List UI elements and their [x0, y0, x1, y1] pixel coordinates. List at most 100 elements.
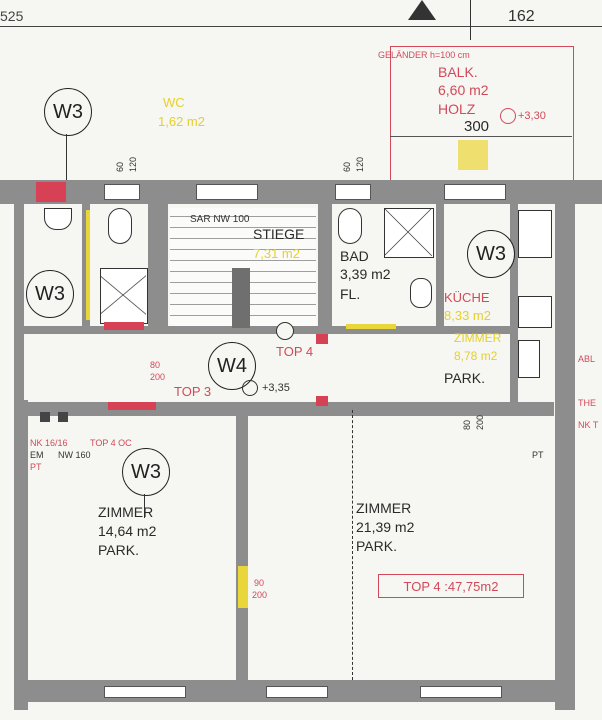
room1-name: ZIMMER: [98, 504, 154, 520]
note-pt1: PT: [30, 462, 42, 472]
stair-arrow-circle: [276, 322, 294, 340]
window-bottom-2: [266, 686, 328, 698]
window-mark-text: W3: [131, 460, 161, 483]
note-nkt: NK T: [578, 420, 599, 430]
red-wall-segment: [36, 182, 66, 202]
wc-red-mark: [104, 322, 144, 330]
opening-label-5: 80: [462, 419, 472, 430]
note-em: EM: [30, 450, 44, 460]
wc-door-strip: [86, 210, 90, 320]
window-top-1: [196, 184, 258, 200]
window-top-2: [104, 184, 140, 200]
window-bottom-1: [104, 686, 186, 698]
window-mark-w3-left: W3: [26, 270, 74, 318]
right-wall: [555, 180, 575, 710]
dimension-right: 162: [508, 8, 535, 25]
therme-unit: [518, 340, 540, 378]
balcony-area: 6,60 m2: [438, 82, 489, 98]
hall-top3: TOP 3: [174, 384, 212, 399]
balcony-floor: HOLZ: [438, 101, 476, 117]
hall-bottom-wall: [82, 326, 518, 334]
partition-bath-kitchen: [436, 204, 444, 332]
kitchen-room: ZIMMER: [454, 331, 502, 345]
top-wall: [0, 180, 602, 204]
hall-level: +3,35: [262, 382, 290, 394]
partition-stair-bath: [318, 204, 332, 332]
bath-toilet: [338, 208, 362, 244]
window-bottom-3: [420, 686, 502, 698]
kitchen-stove: [518, 296, 552, 328]
kitchen-area: 8,33 m2: [444, 308, 491, 323]
wc-area: 1,62 m2: [158, 114, 205, 129]
note-pt2: PT: [532, 450, 544, 460]
balcony-level: +3,30: [518, 110, 546, 122]
opening-label-8: 200: [150, 372, 166, 382]
wc-name: WC: [163, 95, 185, 110]
window-balcony-door: [444, 184, 506, 200]
north-arrow: [408, 0, 436, 20]
level-marker-icon: [500, 108, 516, 124]
top-dimension-line: [0, 26, 602, 27]
opening-label-3: 60: [342, 161, 352, 172]
vent-icon-2: [58, 412, 68, 422]
room1-floor: PARK.: [98, 542, 139, 558]
vent-icon-1: [40, 412, 50, 422]
hall-level-icon: [242, 380, 258, 396]
opening-label-6: 200: [475, 414, 485, 430]
hall-red-mark-3: [316, 396, 328, 406]
opening-label-2: 120: [128, 156, 138, 172]
window-mark-text: W3: [476, 242, 506, 265]
note-abl: ABL: [578, 354, 596, 364]
stair-code: SAR NW 100: [190, 214, 250, 225]
note-nw: NW 160: [58, 450, 91, 460]
bath-sink: [410, 278, 432, 308]
shower-diagonal-1: [100, 268, 146, 322]
opening-label-9: 90: [254, 578, 265, 588]
window-mark-text: W4: [217, 354, 247, 377]
window-mark-w3-top: W3: [44, 88, 92, 136]
wc-sink: [44, 208, 72, 230]
opening-label-10: 200: [252, 590, 268, 600]
kitchen-name: KÜCHE: [444, 290, 490, 305]
dimension-left: 525: [0, 8, 24, 24]
partition-wc-stair: [148, 204, 168, 332]
window-mark-w3-room: W3: [122, 448, 170, 496]
room-divider-wall: [236, 410, 248, 685]
dimension-tick: [470, 0, 471, 40]
kitchen-room-area: 8,78 m2: [454, 349, 498, 363]
total-area-box: TOP 4 :47,75m2: [378, 574, 524, 598]
room2-area: 21,39 m2: [356, 519, 415, 535]
window-mark-w4-hall: W4: [208, 342, 256, 390]
wc-left-wall: [14, 200, 24, 400]
opening-label-7: 80: [150, 360, 161, 370]
room1-door: [238, 566, 248, 608]
room2-floor: PARK.: [356, 538, 397, 554]
stair-area-label: 7,31 m2: [253, 246, 300, 261]
stair-core: [232, 268, 250, 328]
hall-left-wall: [14, 326, 94, 334]
balcony-name: BALK.: [438, 64, 478, 80]
bath-shower-diag: [384, 208, 432, 256]
window-mark-w3-kitchen: W3: [467, 230, 515, 278]
opening-label-1: 60: [115, 161, 125, 172]
hall-top4: TOP 4: [276, 344, 314, 359]
kitchen-floor: PARK.: [444, 370, 485, 386]
note-the: THE: [578, 398, 596, 408]
stair-name: STIEGE: [253, 226, 305, 242]
window-top-3: [335, 184, 371, 200]
balcony-railing: GELÄNDER h=100 cm: [378, 50, 470, 60]
balcony-dimension: 300: [464, 118, 490, 135]
partition-kitchen: [510, 204, 518, 404]
balcony-door-mark: [458, 140, 488, 170]
window-mark-text: W3: [35, 282, 65, 305]
opening-label-4: 120: [355, 156, 365, 172]
section-line: [352, 410, 353, 680]
room2-name: ZIMMER: [356, 500, 412, 516]
kitchen-sink: [518, 210, 552, 258]
bath-area: 3,39 m2: [340, 266, 391, 282]
mid-horizontal-wall: [14, 402, 554, 416]
balcony-dim-line: [390, 136, 572, 137]
note-nk: NK 16/16: [30, 438, 68, 448]
note-top4oc: TOP 4 OC: [90, 438, 132, 448]
hall-red-mark-2: [316, 334, 328, 344]
